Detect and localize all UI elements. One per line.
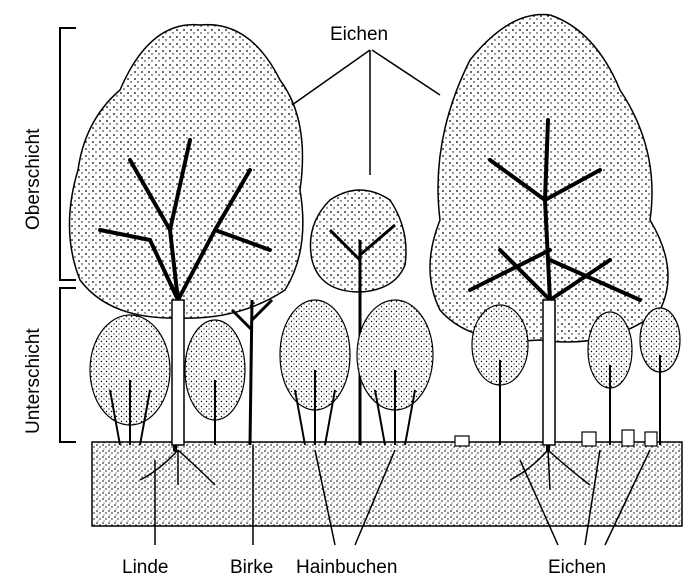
- understory-hornbeam-left: [280, 300, 350, 445]
- understory-young-oak-1: [472, 305, 528, 445]
- understory-linden: [90, 315, 170, 445]
- label-birke: Birke: [230, 558, 273, 577]
- leader-top-oaks-right: [372, 50, 440, 95]
- label-linde: Linde: [122, 558, 169, 577]
- label-top-oaks: Eichen: [330, 25, 388, 44]
- label-lower-layer: Unterschicht: [24, 328, 43, 434]
- label-hainbuchen: Hainbuchen: [296, 558, 397, 577]
- understory-shrub: [185, 320, 245, 445]
- leader-top-oaks-left: [292, 50, 370, 105]
- understory-young-oak-2: [588, 312, 632, 445]
- label-upper-layer: Oberschicht: [24, 129, 43, 230]
- understory-hornbeam-right: [357, 300, 433, 445]
- soil-block: [92, 442, 682, 526]
- lower-layer-bracket: [60, 288, 76, 442]
- right-oak-tree: [430, 15, 668, 450]
- label-bottom-oaks: Eichen: [548, 558, 606, 577]
- understory-young-oak-3: [640, 308, 680, 445]
